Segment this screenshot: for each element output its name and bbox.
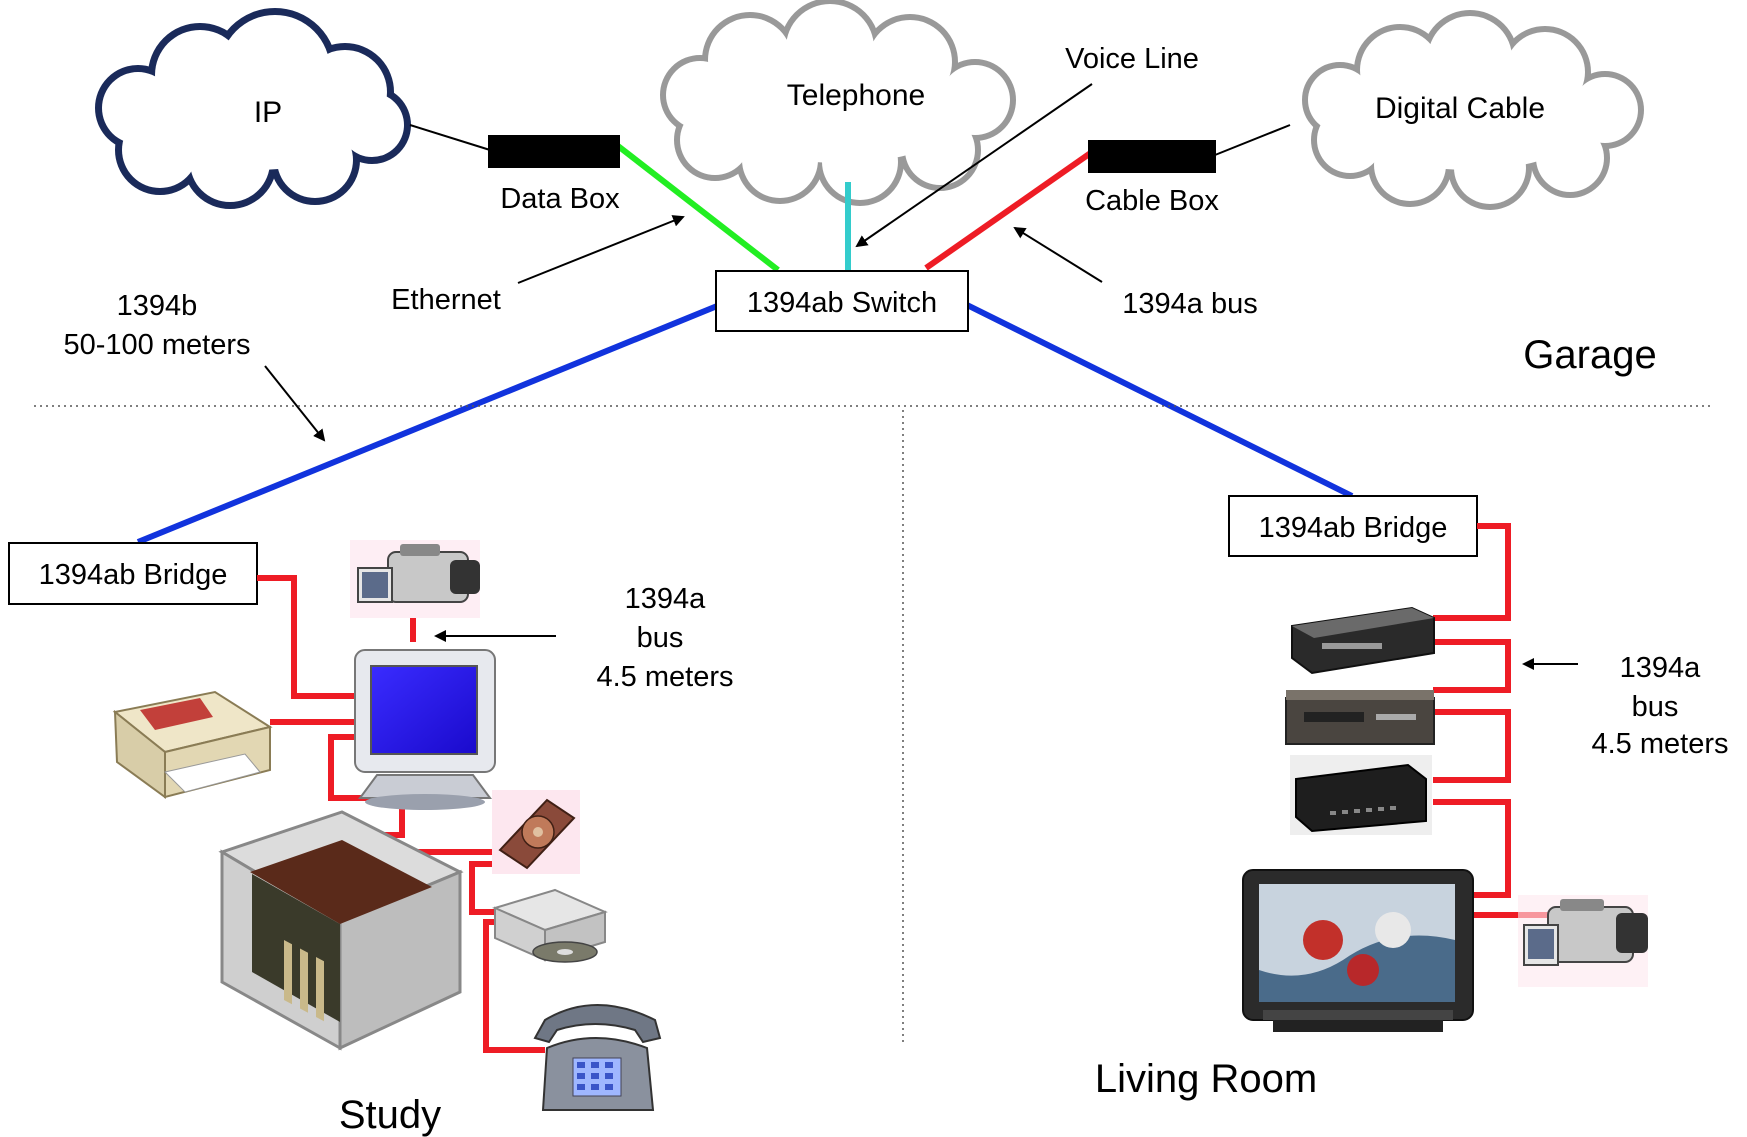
bus-1394a-label: 1394a bus [1122, 288, 1257, 320]
cable-to-cablebox-line [1214, 124, 1291, 156]
study-1394b-link [136, 301, 724, 545]
living-bus-stb-tv [1433, 799, 1511, 898]
digital-cable-cloud: Digital Cable [1302, 10, 1644, 210]
switch-label: 1394ab Switch [747, 287, 937, 319]
switch-box: 1394ab Switch [715, 270, 969, 332]
telephone-cloud: Telephone [660, 0, 1016, 206]
study-zone-label: Study [339, 1093, 441, 1137]
voice-line-label: Voice Line [1065, 43, 1199, 75]
digital-cable-cloud-label: Digital Cable [1375, 92, 1545, 125]
vcr-icon [1285, 690, 1435, 745]
ethernet-arrow [517, 215, 685, 284]
receiver-icon [1291, 606, 1435, 675]
voice-line-arrow [855, 83, 1093, 248]
living-bus-label-1: 1394a [1620, 652, 1702, 684]
camcorder-icon [350, 540, 480, 618]
ip-to-databox-line [409, 124, 491, 151]
living-bus-bridge-receiver [1433, 523, 1511, 621]
ip-cloud: IP [95, 8, 411, 209]
study-bus-bridge-monitor [257, 575, 358, 699]
hard-drive-icon [492, 790, 580, 874]
study-bus-label-2: bus [637, 622, 684, 654]
set-top-box-icon [1290, 755, 1432, 835]
telephone-icon [533, 1004, 662, 1111]
study-bus-label-3: 4.5 meters [597, 661, 734, 693]
living-bus-vcr-stb [1433, 709, 1511, 783]
cable-box-label: Cable Box [1085, 185, 1219, 217]
ip-cloud-label: IP [254, 96, 282, 129]
data-box-label: Data Box [500, 183, 620, 215]
study-bus-label-1: 1394a [625, 583, 707, 615]
garage-zone-label: Garage [1523, 333, 1656, 377]
ethernet-label: Ethernet [391, 284, 501, 316]
telephone-cloud-label: Telephone [787, 79, 925, 112]
living-bus-label-3: 4.5 meters [1592, 728, 1729, 760]
cable-box [1088, 140, 1216, 173]
data-box [488, 135, 620, 168]
camcorder-icon [1518, 895, 1648, 987]
living-1394b-link [955, 297, 1354, 499]
bus-1394a-arrow [1013, 226, 1103, 283]
living-bus-receiver-vcr [1433, 639, 1511, 693]
pc-case-icon [218, 810, 464, 1051]
cable-1394a-link [924, 149, 1094, 271]
bus-1394b-arrow [264, 365, 326, 442]
living-bus-label-2: bus [1632, 691, 1679, 723]
study-bus-harddrive-dvd [469, 861, 495, 915]
dvd-drive-icon [492, 888, 608, 963]
printer-icon [112, 690, 273, 799]
study-bridge: 1394ab Bridge [8, 542, 258, 605]
study-bus-dvd-phone [483, 919, 545, 1053]
bus-1394b-label-2: 50-100 meters [64, 329, 251, 361]
television-icon [1242, 869, 1474, 1032]
bus-1394b-label-1: 1394b [117, 290, 198, 322]
living-bridge-label: 1394ab Bridge [1259, 512, 1448, 544]
living-room-zone-label: Living Room [1095, 1057, 1317, 1101]
living-bridge: 1394ab Bridge [1228, 495, 1478, 557]
monitor-icon [354, 649, 496, 810]
ethernet-link [616, 143, 780, 273]
study-bridge-label: 1394ab Bridge [39, 559, 228, 591]
